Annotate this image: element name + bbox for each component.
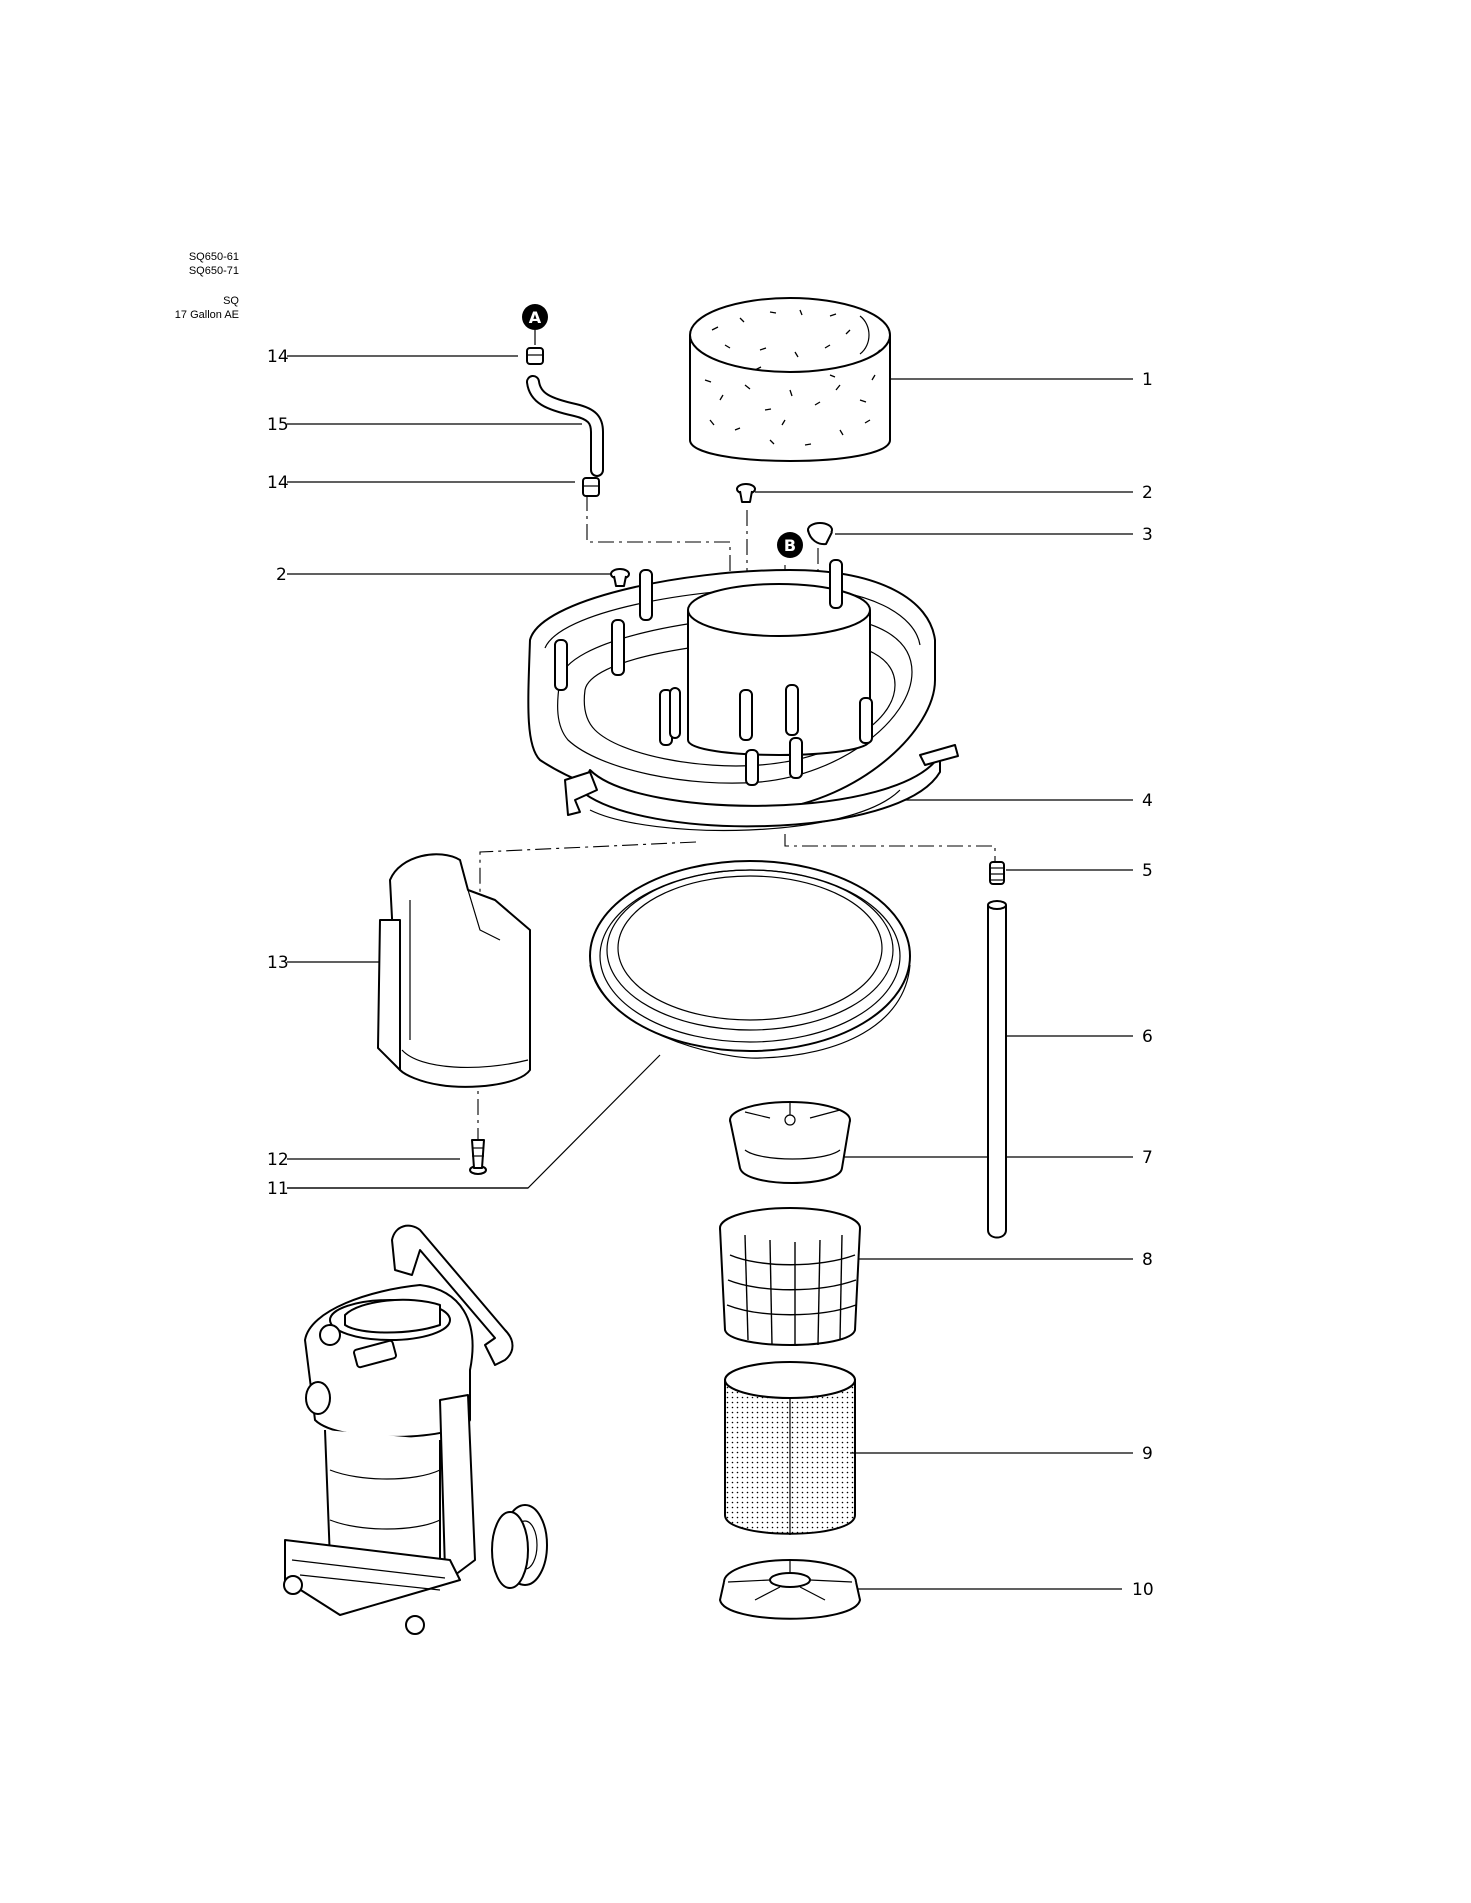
lid-4 <box>527 559 959 832</box>
callout-11: 11 <box>267 1179 289 1199</box>
callout-15: 15 <box>267 415 289 435</box>
marker-a-label: A <box>529 308 542 327</box>
foam-texture <box>704 309 881 446</box>
screw-12 <box>469 1139 487 1175</box>
model-number-2: SQ650-71 <box>188 265 239 277</box>
tube-6 <box>987 900 1007 1239</box>
marker-b-label: B <box>784 536 796 555</box>
leader-lines <box>287 355 1133 1590</box>
callout-1: 1 <box>1142 370 1153 390</box>
model-number-1: SQ650-61 <box>188 251 239 263</box>
callout-7: 7 <box>1142 1148 1153 1168</box>
callout-3: 3 <box>1142 525 1153 545</box>
fitting-2-right <box>736 483 756 503</box>
callout-14-bottom: 14 <box>267 473 289 493</box>
model-series-block: SQ 17 Gallon AE <box>175 294 239 322</box>
model-description: 17 Gallon AE <box>174 309 239 321</box>
callout-12: 12 <box>267 1150 289 1170</box>
callout-2-right: 2 <box>1142 483 1153 503</box>
fitting-2-left <box>610 568 630 587</box>
marker-a: A <box>522 304 548 345</box>
float-cage-7 <box>729 1101 851 1184</box>
model-list: SQ650-61 SQ650-71 <box>189 250 239 278</box>
callout-6: 6 <box>1142 1027 1153 1047</box>
callout-9: 9 <box>1142 1444 1153 1464</box>
marker-b: B <box>777 532 803 558</box>
foam-filter-1 <box>689 297 891 462</box>
fitting-14-top <box>526 347 544 365</box>
assembled-vacuum-illustration <box>283 1224 548 1635</box>
filter-cage-8 <box>719 1207 861 1346</box>
gasket-11 <box>589 860 911 1059</box>
tube-15 <box>526 375 604 477</box>
model-series: SQ <box>223 295 239 307</box>
fitting-5 <box>989 861 1005 885</box>
callout-14-top: 14 <box>267 347 289 367</box>
cartridge-filter-9 <box>724 1361 856 1535</box>
callout-2-left: 2 <box>276 565 287 585</box>
callout-10: 10 <box>1132 1580 1154 1600</box>
callout-5: 5 <box>1142 861 1153 881</box>
fitting-14-bottom <box>582 477 600 497</box>
callout-13: 13 <box>267 953 289 973</box>
bottom-plate-10 <box>719 1559 861 1620</box>
callout-4: 4 <box>1142 791 1153 811</box>
float-cap-3 <box>807 522 833 546</box>
deflector-13 <box>377 853 531 1088</box>
callout-8: 8 <box>1142 1250 1153 1270</box>
callout-numbers: 1 2 3 4 5 6 7 8 9 10 11 12 13 14 15 2 14 <box>267 347 1154 1600</box>
